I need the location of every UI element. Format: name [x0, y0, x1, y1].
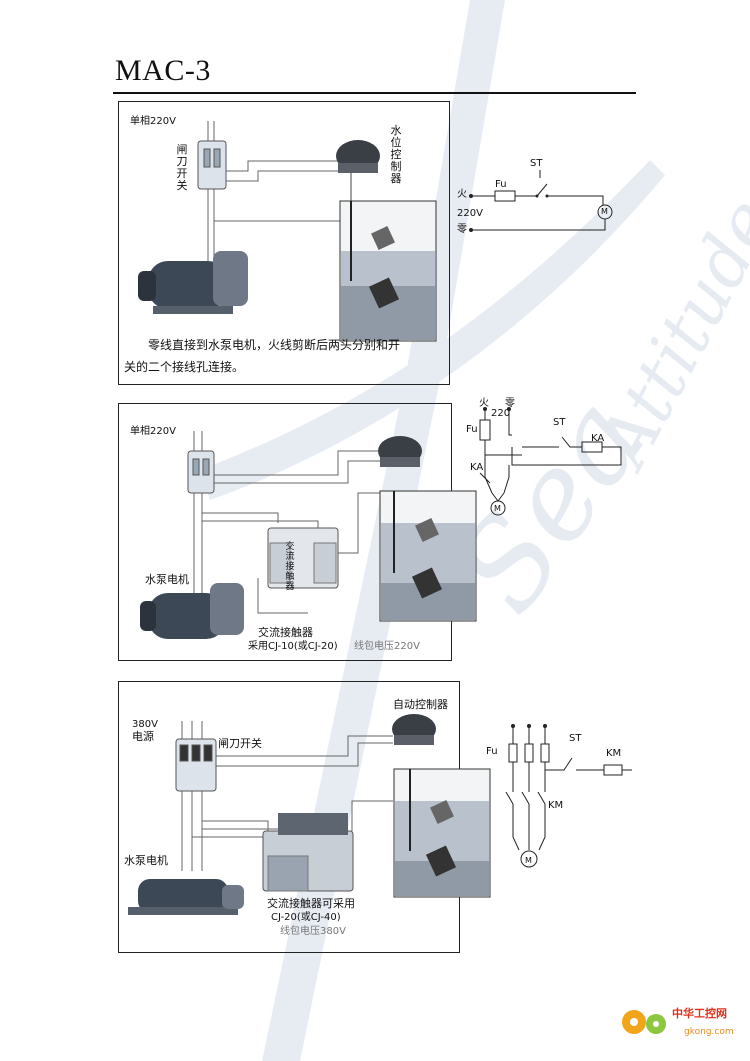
schematic-1-fuse: Fu [495, 179, 507, 190]
schematic-2-voltage: 220 [491, 408, 511, 419]
pump-label: 水泵电机 [124, 854, 168, 867]
supply-label: 单相220V [130, 116, 176, 127]
float-controller-device [392, 714, 436, 745]
supply-label: 单相220V [130, 426, 176, 437]
supply-word-label: 电源 [132, 730, 154, 743]
schematic-1 [469, 170, 613, 232]
schematic-1-start: ST [530, 158, 543, 169]
contactor-caption: 交流接触器可采用 [267, 897, 355, 910]
water-tank [379, 490, 477, 622]
wiring-illustration-3 [128, 714, 491, 915]
controller-label: 自动控制器 [393, 698, 448, 711]
water-tank [393, 768, 491, 898]
supply-voltage-label: 380V [132, 719, 158, 730]
schematic-3-motor: M [525, 856, 532, 865]
schematic-3-fuse: Fu [486, 746, 498, 757]
schematic-2-contact: KA [470, 462, 484, 473]
schematic-2-neutral: 零 [505, 398, 515, 409]
schematic-2-fuse: Fu [466, 424, 478, 435]
coil-voltage-note: 线包电压220V [354, 641, 420, 652]
water-pump-device [128, 879, 244, 915]
water-pump-device [140, 583, 244, 639]
logo-url-text: gkong.com [684, 1027, 734, 1037]
controller-label: 水位控制器 [390, 124, 402, 185]
logo-chinese-text: 中华工控网 [672, 1007, 727, 1020]
contactor-caption: 交流接触器 [258, 626, 313, 639]
float-controller-device [336, 140, 380, 211]
contactor-device [267, 527, 339, 589]
switch-label: 闸刀开关 [218, 737, 262, 750]
float-controller-device [378, 436, 422, 467]
page-title: MAC-3 [115, 54, 211, 87]
schematic-3 [505, 724, 632, 868]
panel-single-phase-direct [118, 101, 450, 385]
schematic-3-start: ST [569, 733, 582, 744]
wiring-illustration-2 [140, 431, 477, 639]
contactor-body-label: 交流接触器 [285, 542, 295, 592]
schematic-1-live: 火 [457, 189, 467, 200]
wiring-note-line-1: 零线直接到水泵电机，火线剪断后两头分别和开 [148, 338, 401, 352]
contactor-model: 采用CJ-10(或CJ-20) [248, 641, 338, 652]
schematic-2-live: 火 [479, 398, 489, 409]
schematic-1-neutral: 零 [457, 224, 467, 235]
schematic-2 [479, 407, 622, 516]
title-underline [113, 92, 636, 94]
contactor-model: CJ-20(或CJ-40) [271, 912, 341, 923]
water-tank [339, 200, 437, 342]
knife-switch-device [197, 140, 227, 190]
wiring-note-line-2: 关的二个接线孔连接。 [124, 360, 245, 374]
water-pump-device [138, 251, 248, 314]
gkong-logo [622, 1010, 666, 1034]
switch-label: 闸刀开关 [176, 143, 188, 192]
schematic-2-start: ST [553, 417, 566, 428]
coil-voltage-note: 线包电压380V [280, 926, 346, 937]
schematic-1-motor: M [601, 207, 608, 216]
schematic-1-voltage: 220V [457, 208, 483, 219]
schematic-3-contact: KM [548, 800, 564, 811]
schematic-2-coil: KA [591, 433, 605, 444]
three-pole-switch-device [175, 738, 217, 792]
schematic-2-motor: M [494, 504, 501, 513]
knife-switch-device [187, 450, 215, 494]
schematic-3-coil: KM [606, 748, 622, 759]
contactor-device [262, 813, 354, 892]
wiring-illustration-1 [138, 121, 437, 342]
pump-label: 水泵电机 [145, 573, 189, 586]
